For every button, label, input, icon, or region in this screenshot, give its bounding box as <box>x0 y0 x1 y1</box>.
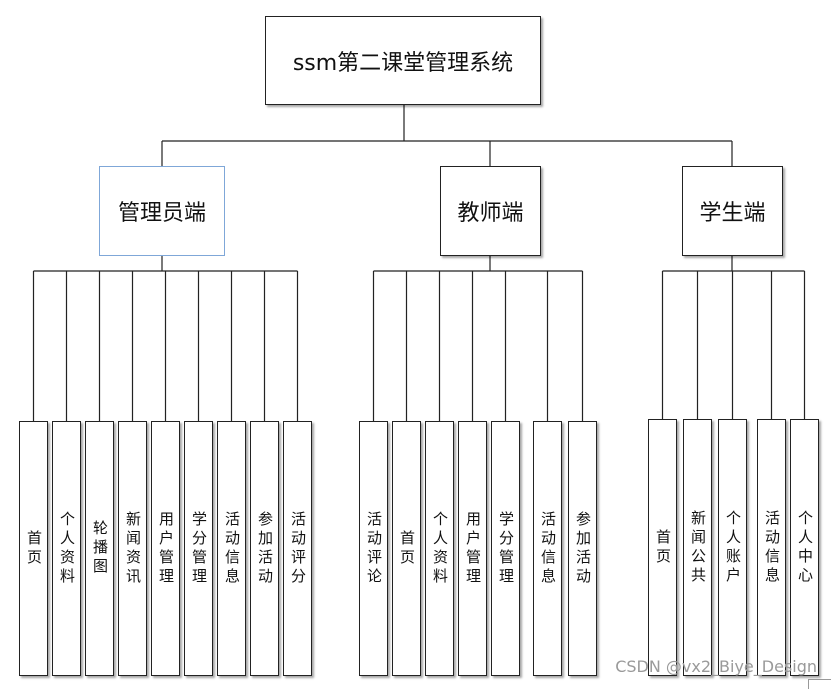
leaf-node-admin: 活动信息 <box>217 421 246 676</box>
leaf-node-admin: 首页 <box>19 421 48 676</box>
leaf-node-admin: 参加活动 <box>250 421 279 676</box>
corner-fragment <box>808 679 831 689</box>
leaf-node-admin: 用户管理 <box>151 421 180 676</box>
leaf-node-teacher: 参加活动 <box>568 421 597 676</box>
leaf-node-teacher: 用户管理 <box>458 421 487 676</box>
leaf-node-admin: 学分管理 <box>184 421 213 676</box>
leaf-node-admin: 个人资料 <box>52 421 81 676</box>
role-node-admin: 管理员端 <box>99 166 225 256</box>
leaf-node-admin: 新闻资讯 <box>118 421 147 676</box>
leaf-node-admin: 轮播图 <box>85 421 114 676</box>
leaf-node-student: 新闻公共 <box>683 419 712 676</box>
role-node-teacher: 教师端 <box>440 166 541 256</box>
root-node: ssm第二课堂管理系统 <box>265 16 541 105</box>
leaf-node-teacher: 学分管理 <box>491 421 520 676</box>
leaf-node-admin: 活动评分 <box>283 421 312 676</box>
leaf-node-teacher: 活动信息 <box>533 421 562 676</box>
role-node-student: 学生端 <box>682 166 783 256</box>
leaf-node-student: 首页 <box>648 419 677 676</box>
leaf-node-student: 活动信息 <box>757 419 786 676</box>
leaf-node-student: 个人中心 <box>790 419 819 676</box>
leaf-node-teacher: 个人资料 <box>425 421 454 676</box>
leaf-node-teacher: 活动评论 <box>359 421 388 676</box>
watermark: CSDN @vx2_Biye_Design <box>615 657 817 676</box>
leaf-node-teacher: 首页 <box>392 421 421 676</box>
leaf-node-student: 个人账户 <box>718 419 747 676</box>
